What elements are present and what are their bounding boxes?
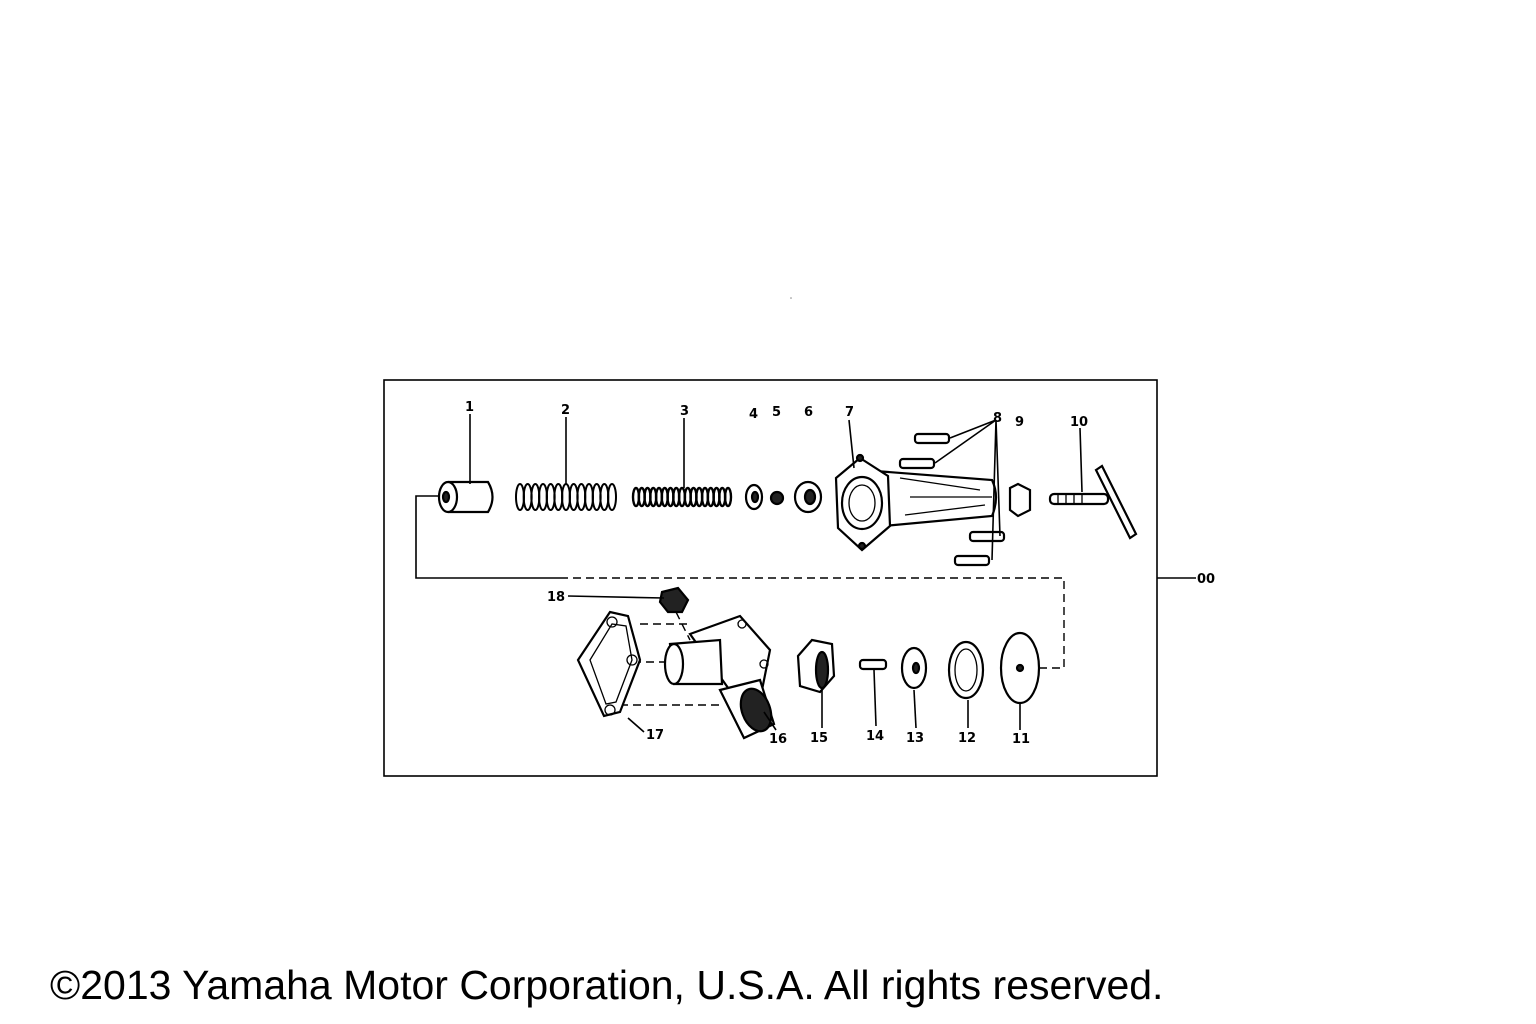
part-17-gasket — [576, 610, 642, 718]
callout-6: 6 — [804, 405, 813, 420]
part-13-washer — [900, 646, 928, 690]
part-2-spring — [515, 483, 617, 511]
callout-16: 16 — [769, 732, 787, 747]
part-11-disc — [999, 631, 1041, 705]
callout-2: 2 — [561, 403, 570, 418]
callout-11: 11 — [1012, 732, 1030, 747]
part-16-elbow-body — [663, 614, 776, 740]
part-14-screw — [858, 658, 888, 671]
part-6-seat — [793, 480, 823, 514]
callout-7: 7 — [845, 405, 854, 420]
part-10-t-screw — [1048, 464, 1138, 540]
part-1-cap — [437, 480, 494, 514]
part-7-housing — [834, 453, 998, 552]
assembly-label: 00 — [1197, 572, 1215, 587]
part-12-o-ring — [947, 640, 985, 700]
guide-18 — [675, 611, 691, 641]
part-3-spring — [631, 486, 733, 508]
part-9-nut — [1008, 482, 1032, 518]
assembly-guide — [415, 495, 560, 579]
leader-lines — [469, 414, 1083, 733]
callout-18: 18 — [547, 590, 565, 605]
callout-13: 13 — [906, 731, 924, 746]
spring-coil — [723, 486, 733, 508]
callout-5: 5 — [772, 405, 781, 420]
part-8-bolts — [898, 419, 1006, 567]
scan-speck — [790, 297, 792, 299]
callout-1: 1 — [465, 400, 474, 415]
callout-4: 4 — [749, 407, 758, 422]
part-4-washer — [744, 483, 764, 511]
callout-10: 10 — [1070, 415, 1088, 430]
callout-17: 17 — [646, 728, 664, 743]
callout-8: 8 — [993, 411, 1002, 426]
callout-3: 3 — [680, 404, 689, 419]
part-5-ball — [769, 490, 785, 506]
callout-9: 9 — [1015, 415, 1024, 430]
callout-15: 15 — [810, 731, 828, 746]
callout-14: 14 — [866, 729, 884, 744]
part-18-plug — [658, 586, 690, 614]
part-15-bushing — [796, 638, 836, 694]
copyright-notice: ©2013 Yamaha Motor Corporation, U.S.A. A… — [50, 962, 1164, 1008]
callout-12: 12 — [958, 731, 976, 746]
assembly-guide-dashed — [560, 577, 1065, 669]
spring-coil — [607, 483, 617, 511]
